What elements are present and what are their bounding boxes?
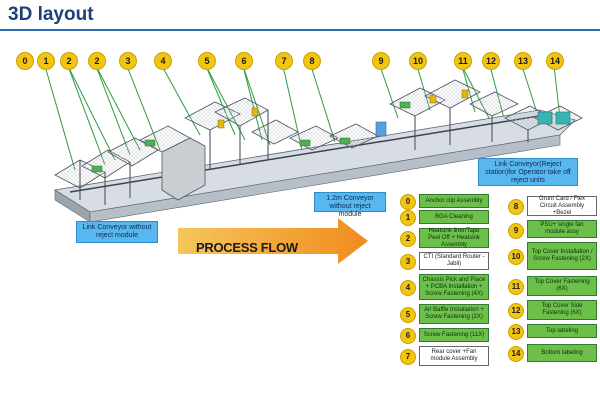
legend-number: 10 (508, 249, 524, 265)
legend-label: Top Cover Installation / Screw Fastening… (527, 242, 597, 270)
legend-label: Top Cover Side Fastening (6X) (527, 300, 597, 320)
legend-label: Bottom labeling (527, 344, 597, 362)
legend-item: 2 Heatsink liner/Tape Peel Off + Heatsin… (400, 228, 500, 248)
station-badge: 11 (454, 52, 472, 70)
station-badge: 13 (514, 52, 532, 70)
station-badge: 5 (198, 52, 216, 70)
process-flow-arrow (178, 218, 368, 264)
station-badge: 14 (546, 52, 564, 70)
station-badge: 4 (154, 52, 172, 70)
legend-number: 1 (400, 210, 416, 226)
legend-number: 12 (508, 303, 524, 319)
legend-label: Rear cover +Fan module Assembly (419, 346, 489, 366)
legend-label: PSU+ single fan module assy (527, 220, 597, 238)
station-badge: 3 (119, 52, 137, 70)
legend-label: Top labeling (527, 324, 597, 338)
legend-number: 14 (508, 346, 524, 362)
legend-item: 7 Rear cover +Fan module Assembly (400, 346, 500, 366)
legend-label: Air Baffle Installation + Screw Fastenin… (419, 304, 489, 324)
legend-number: 13 (508, 324, 524, 340)
legend-label: Chassis Pick and Place + PCBA Installati… (419, 274, 489, 300)
station-badge: 10 (409, 52, 427, 70)
station-badge: 6 (235, 52, 253, 70)
legend-label: Top Cover Fastening (6X) (527, 276, 597, 296)
station-badge: 7 (275, 52, 293, 70)
title-underline (0, 29, 600, 31)
station-badge: 2 (60, 52, 78, 70)
legend-number: 8 (508, 199, 524, 215)
legend-number: 6 (400, 328, 416, 344)
process-flow-label: PROCESS FLOW (196, 240, 298, 255)
legend-label: CTI (Standard Router - Jabil) (419, 252, 489, 270)
legend-label: Anchor clip Assembly (419, 194, 489, 208)
legend-number: 9 (508, 223, 524, 239)
legend-number: 5 (400, 307, 416, 323)
legend-item: 0 Anchor clip Assembly (400, 194, 500, 210)
legend-label: BGA Cleaning (419, 210, 489, 224)
legend-number: 4 (400, 280, 416, 296)
legend-item: 8 Grunt Card / Flex Circuit Assembly +Be… (508, 196, 598, 216)
legend-item: 9 PSU+ single fan module assy (508, 220, 598, 239)
legend-number: 7 (400, 349, 416, 365)
legend-number: 2 (400, 231, 416, 247)
legend-item: 10 Top Cover Installation / Screw Fasten… (508, 242, 598, 270)
legend-item: 11 Top Cover Fastening (6X) (508, 276, 598, 296)
legend-item: 6 Screw Fastening (11X) (400, 328, 500, 344)
station-badge: 8 (303, 52, 321, 70)
legend-label: Grunt Card / Flex Circuit Assembly +Beze… (527, 196, 597, 216)
legend-item: 14 Bottom labeling (508, 344, 598, 362)
legend-number: 3 (400, 254, 416, 270)
callout-conveyor-mid: 1.2m Conveyor without reject module (314, 192, 386, 218)
legend-item: 4 Chassis Pick and Place + PCBA Installa… (400, 274, 500, 300)
callout-link-conveyor-right: Link Conveyor(Reject station)for Operato… (478, 158, 578, 186)
page-title: 3D layout (8, 4, 94, 25)
station-badge: 1 (37, 52, 55, 70)
legend-label: Heatsink liner/Tape Peel Off + Heatsink … (419, 228, 489, 248)
legend-label: Screw Fastening (11X) (419, 328, 489, 342)
station-badge: 9 (372, 52, 390, 70)
station-badge: 12 (482, 52, 500, 70)
legend-item: 13 Top labeling (508, 324, 598, 340)
station-badge: 2 (88, 52, 106, 70)
legend-number: 0 (400, 194, 416, 210)
legend-item: 12 Top Cover Side Fastening (6X) (508, 300, 598, 320)
station-badge: 0 (16, 52, 34, 70)
legend-number: 11 (508, 279, 524, 295)
legend-item: 3 CTI (Standard Router - Jabil) (400, 252, 500, 270)
legend-item: 5 Air Baffle Installation + Screw Fasten… (400, 304, 500, 324)
callout-link-conveyor-left: Link Conveyor without reject module (76, 221, 158, 243)
legend-item: 1 BGA Cleaning (400, 210, 500, 226)
